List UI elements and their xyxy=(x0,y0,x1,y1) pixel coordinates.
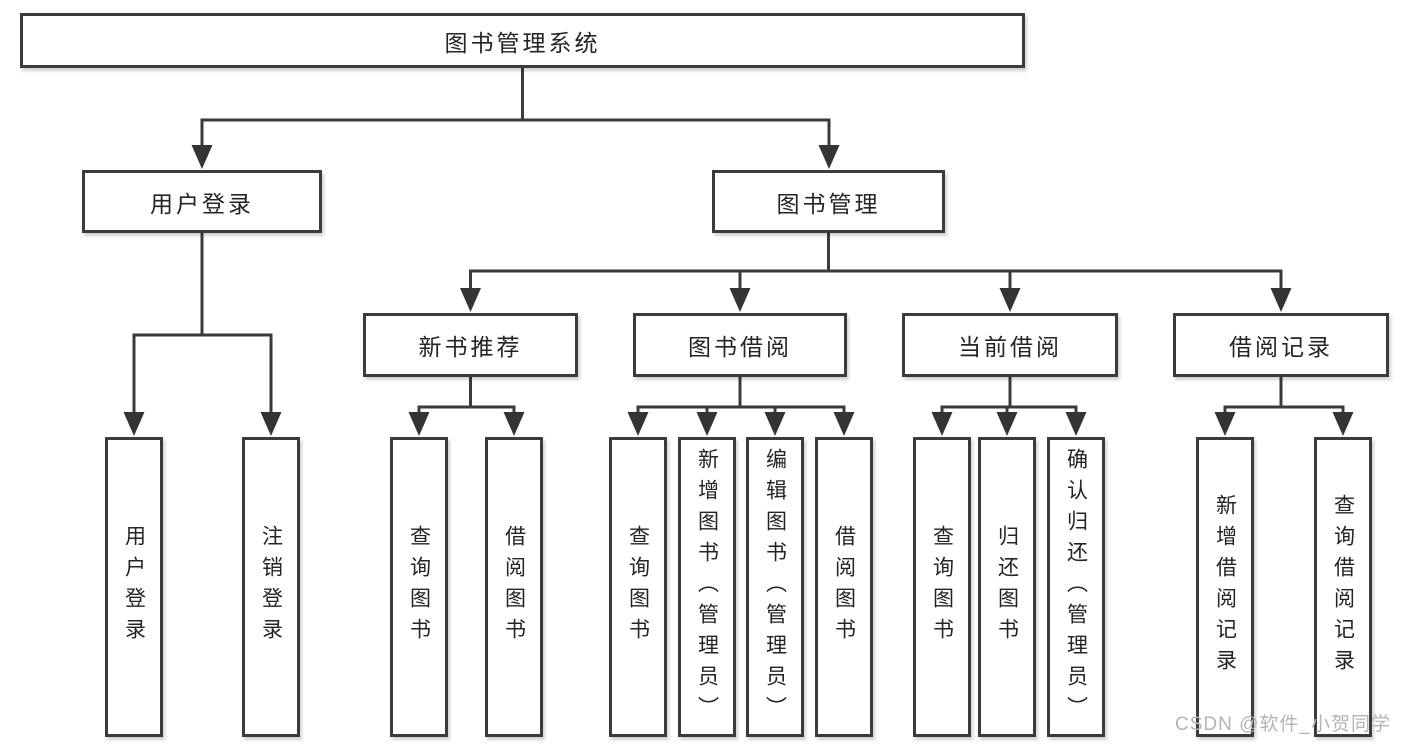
node-leaf-edit-book-admin: 编辑图书（管理员） xyxy=(746,437,804,737)
node-leaf-query-books-current-label: 查询图书 xyxy=(930,525,954,649)
node-leaf-borrow-books-label: 借阅图书 xyxy=(832,525,856,649)
node-leaf-confirm-return-admin: 确认归还（管理员） xyxy=(1047,437,1105,737)
node-leaf-query-books-current: 查询图书 xyxy=(913,437,971,737)
watermark: CSDN @软件_小贺同学 xyxy=(1175,714,1391,735)
node-book-management-branch-label: 图书管理 xyxy=(776,190,881,217)
node-current-borrowing-label: 当前借阅 xyxy=(958,334,1062,360)
node-leaf-add-book-admin-label: 新增图书（管理员） xyxy=(695,447,719,727)
node-new-book-recommend-label: 新书推荐 xyxy=(418,334,523,360)
node-borrowing-records-label: 借阅记录 xyxy=(1229,334,1333,360)
node-leaf-borrow-books: 借阅图书 xyxy=(815,437,873,737)
node-leaf-confirm-return-admin-label: 确认归还（管理员） xyxy=(1064,447,1088,727)
node-current-borrowing: 当前借阅 xyxy=(902,313,1118,377)
node-book-borrowing: 图书借阅 xyxy=(633,313,847,377)
node-leaf-query-books-borrowing: 查询图书 xyxy=(609,437,667,737)
node-book-management-system-label: 图书管理系统 xyxy=(444,29,601,56)
node-leaf-query-books-recommend: 查询图书 xyxy=(390,437,448,737)
node-leaf-logout: 注销登录 xyxy=(242,437,300,737)
node-leaf-add-borrow-record-label: 新增借阅记录 xyxy=(1213,494,1237,680)
node-leaf-add-borrow-record: 新增借阅记录 xyxy=(1196,437,1254,737)
node-book-management-branch: 图书管理 xyxy=(712,170,945,233)
node-borrowing-records: 借阅记录 xyxy=(1173,313,1389,377)
node-user-login-branch: 用户登录 xyxy=(82,170,322,233)
node-leaf-query-borrow-record: 查询借阅记录 xyxy=(1314,437,1372,737)
node-leaf-user-login-label: 用户登录 xyxy=(122,525,146,649)
node-leaf-query-borrow-record-label: 查询借阅记录 xyxy=(1331,494,1355,680)
node-user-login-branch-label: 用户登录 xyxy=(150,190,254,217)
node-leaf-query-books-borrowing-label: 查询图书 xyxy=(626,525,650,649)
node-leaf-add-book-admin: 新增图书（管理员） xyxy=(678,437,736,737)
node-book-management-system: 图书管理系统 xyxy=(20,13,1025,68)
node-leaf-return-books-label: 归还图书 xyxy=(995,525,1019,649)
node-leaf-return-books: 归还图书 xyxy=(978,437,1036,737)
node-leaf-borrow-books-recommend-label: 借阅图书 xyxy=(502,525,526,649)
node-book-borrowing-label: 图书借阅 xyxy=(688,334,792,360)
node-leaf-borrow-books-recommend: 借阅图书 xyxy=(485,437,543,737)
node-leaf-logout-label: 注销登录 xyxy=(259,525,283,649)
node-new-book-recommend: 新书推荐 xyxy=(363,313,578,377)
node-leaf-query-books-recommend-label: 查询图书 xyxy=(407,525,431,649)
node-leaf-edit-book-admin-label: 编辑图书（管理员） xyxy=(763,447,787,727)
node-leaf-user-login: 用户登录 xyxy=(105,437,163,737)
